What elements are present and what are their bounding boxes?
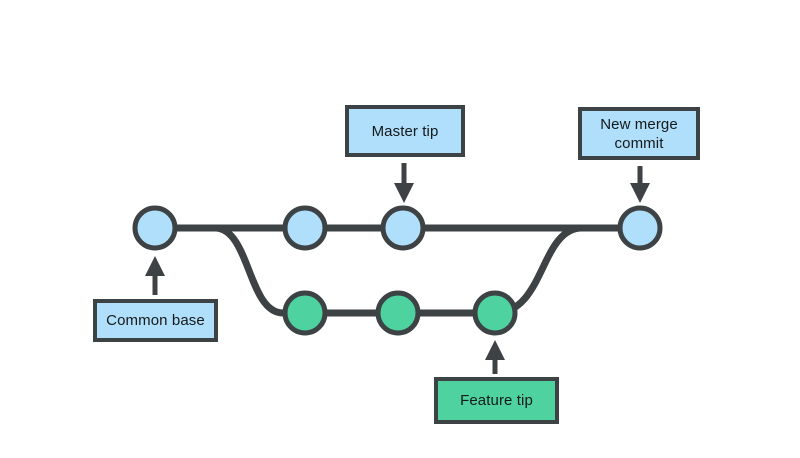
label-text-master-tip: Master tip [371,122,439,140]
arrow-feature-tip-up [485,340,505,374]
arrow-new-merge-commit-down [630,166,650,203]
arrow-master-tip-down [394,163,414,203]
label-text-common-base: Common base [106,312,205,329]
commit-node-merge[interactable] [617,205,663,251]
arrow-common-base-up [145,256,165,295]
commit-node-feature-3[interactable] [472,290,518,336]
commit-node-master-3[interactable] [380,205,426,251]
edge-branch-curve [196,224,287,317]
commit-node-feature-2[interactable] [375,290,421,336]
label-box-feature-tip[interactable]: Feature tip [434,377,559,424]
label-box-master-tip[interactable]: Master tip [345,105,465,157]
label-box-common-base[interactable]: Common base [93,299,218,342]
commit-node-feature-1[interactable] [282,290,328,336]
label-text-new-merge-commit: New merge commit [600,115,678,152]
label-box-new-merge-commit[interactable]: New merge commit [578,107,700,160]
commit-node-master-2[interactable] [282,205,328,251]
label-text-feature-tip: Feature tip [460,392,533,409]
commit-node-base[interactable] [132,205,178,251]
